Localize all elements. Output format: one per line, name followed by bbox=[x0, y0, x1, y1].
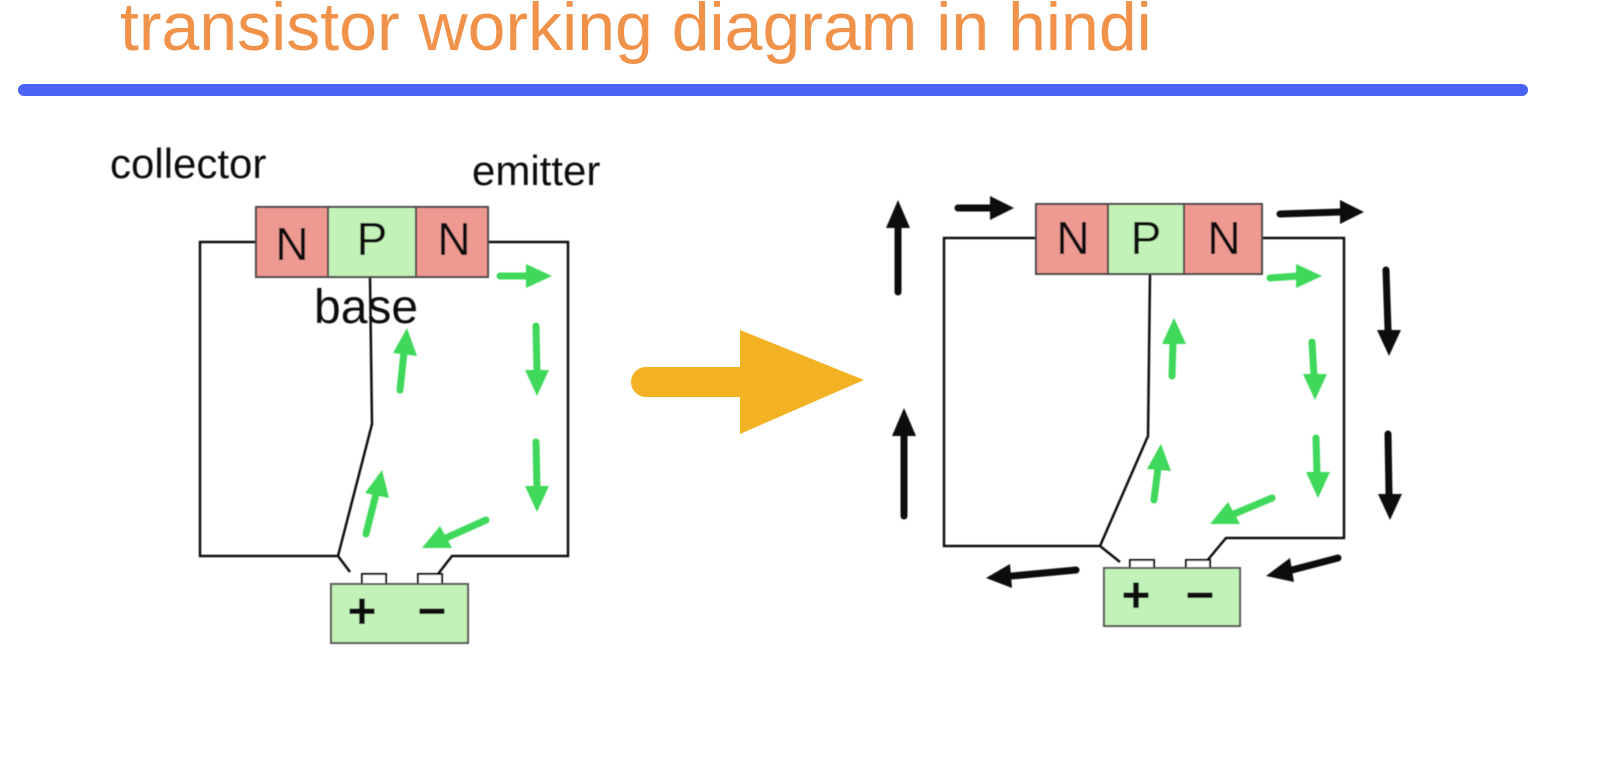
left-layer-n-collector-label: N bbox=[275, 218, 308, 270]
current-arrow-top-left bbox=[954, 196, 1014, 220]
right-layer-n-collector bbox=[1035, 203, 1109, 275]
right-layer-n-emitter bbox=[1183, 203, 1263, 275]
right-layer-n-emitter-label: N bbox=[1207, 212, 1240, 264]
left-base-wire bbox=[336, 275, 374, 557]
left-layer-n-emitter-label: N bbox=[437, 213, 470, 265]
right-emitter-wire bbox=[1205, 236, 1346, 563]
current-arrow-bottom-right bbox=[1266, 554, 1342, 582]
right-electron-arrow-up-upper bbox=[1162, 318, 1186, 380]
right-base-wire bbox=[1098, 273, 1152, 547]
right-battery-positive-sign: + bbox=[1121, 567, 1150, 623]
left-battery-negative-sign: − bbox=[417, 583, 446, 639]
left-layer-p-base bbox=[327, 206, 417, 278]
right-battery bbox=[1103, 567, 1241, 627]
right-arrow-icon bbox=[631, 330, 864, 434]
left-layer-p-base-label: P bbox=[357, 213, 388, 265]
left-electron-arrow-top bbox=[496, 264, 552, 288]
title-divider bbox=[18, 84, 1528, 96]
right-collector-wire bbox=[942, 236, 1121, 563]
left-electron-arrow-up-upper bbox=[393, 328, 417, 394]
left-electron-arrow-down-1 bbox=[525, 322, 549, 396]
right-electron-arrow-top bbox=[1266, 264, 1322, 288]
left-electron-arrow-diagonal bbox=[422, 516, 490, 548]
right-layer-p-base bbox=[1107, 203, 1185, 275]
collector-label: collector bbox=[110, 140, 266, 187]
right-layer-n-collector-label: N bbox=[1056, 212, 1089, 264]
left-electron-arrow-up-lower bbox=[362, 470, 389, 538]
current-arrow-top-right bbox=[1276, 200, 1364, 224]
left-battery bbox=[330, 583, 469, 644]
left-battery-positive-sign: + bbox=[347, 583, 376, 639]
emitter-label: emitter bbox=[472, 147, 600, 194]
right-electron-arrow-down-1 bbox=[1303, 338, 1327, 400]
current-arrow-right-lower bbox=[1378, 430, 1402, 520]
current-arrow-left-lower bbox=[892, 408, 916, 520]
left-layer-n-emitter bbox=[415, 206, 489, 278]
right-circuit: N P N + − bbox=[886, 196, 1402, 627]
left-circuit: N P N + − collector emitter base bbox=[110, 140, 600, 644]
right-electron-arrow-up-lower bbox=[1147, 444, 1171, 504]
left-collector-wire bbox=[198, 240, 351, 573]
right-electron-arrow-diagonal bbox=[1210, 494, 1276, 524]
current-arrow-right-upper bbox=[1377, 266, 1401, 356]
current-arrow-bottom-left bbox=[986, 564, 1080, 588]
right-layer-p-base-label: P bbox=[1131, 212, 1162, 264]
page-title: transistor working diagram in hindi bbox=[120, 0, 1152, 65]
current-arrow-left-upper bbox=[886, 200, 910, 296]
base-label: base bbox=[314, 281, 418, 334]
left-emitter-wire bbox=[437, 240, 570, 575]
right-battery-negative-sign: − bbox=[1185, 567, 1214, 623]
left-electron-arrow-down-2 bbox=[525, 438, 549, 512]
right-electron-arrow-down-2 bbox=[1306, 434, 1330, 498]
